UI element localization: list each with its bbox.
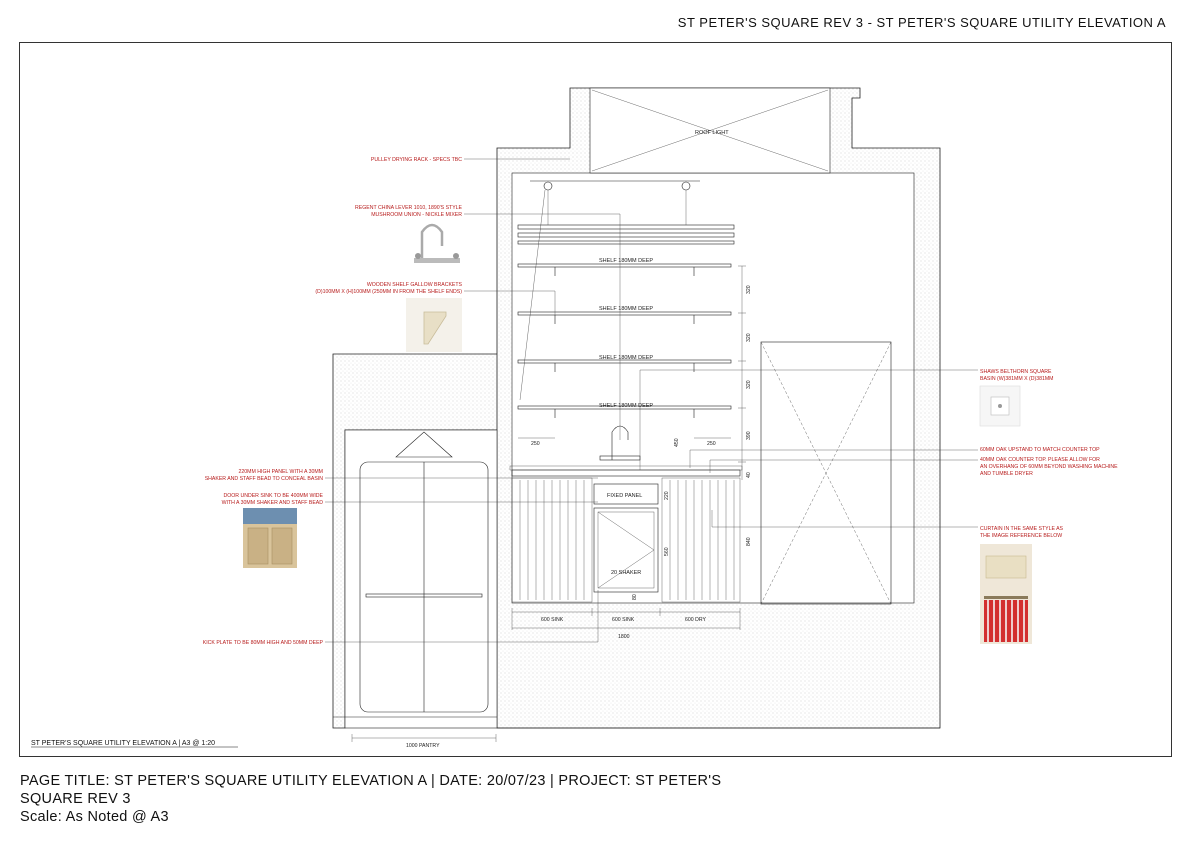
- pantry-fridge: 1000 PANTRY: [351, 431, 497, 749]
- right-annotations: SHAWS BELTHORN SQUARE BASIN (W)381MM X (…: [639, 369, 1118, 539]
- dim-220: 220: [664, 491, 670, 500]
- ann-door-1: DOOR UNDER SINK TO BE 400MM WIDE: [223, 493, 323, 499]
- dim-250-a: 250: [531, 441, 540, 447]
- ann-mixer-1: REGENT CHINA LEVER 1010, 1890'S STYLE: [355, 205, 463, 211]
- shelf-4-label: SHELF 180MM DEEP: [599, 403, 653, 409]
- ann-mixer-2: MUSHROOM UNION - NICKLE MIXER: [371, 212, 462, 218]
- fixed-panel-label: FIXED PANEL: [607, 493, 642, 499]
- dim-560: 560: [664, 547, 670, 556]
- shaker-label: 20 SHAKER: [611, 570, 641, 576]
- dim-450: 450: [674, 438, 680, 447]
- shelves: SHELF 180MM DEEP SHELF 180MM DEEP SHELF …: [517, 258, 732, 418]
- footer-scale: Scale: As Noted @ A3: [20, 809, 169, 825]
- shelf-3-label: SHELF 180MM DEEP: [599, 355, 653, 361]
- basin-reference-image: [979, 385, 1021, 427]
- bracket-reference-image: [406, 298, 462, 352]
- ann-panel-2: SHAKER AND STAFF BEAD TO CONCEAL BASIN: [205, 476, 324, 482]
- left-annotations: PULLEY DRYING RACK - SPECS TBC REGENT CH…: [203, 157, 621, 646]
- dim-sink-2: 600 SINK: [612, 617, 635, 623]
- ann-basin-2: BASIN (W)381MM X (D)381MM: [980, 376, 1054, 382]
- footer-line-1: PAGE TITLE: ST PETER'S SQUARE UTILITY EL…: [20, 773, 722, 789]
- ann-counter-3: AND TUMBLE DRYER: [980, 471, 1033, 477]
- ann-upstand: 60MM OAK UPSTAND TO MATCH COUNTER TOP: [980, 447, 1100, 453]
- sheet-header-title: ST PETER'S SQUARE REV 3 - ST PETER'S SQU…: [677, 15, 1166, 30]
- curtain-reference-image: [980, 544, 1032, 644]
- dim-80: 80: [632, 594, 638, 600]
- ann-curtain-1: CURTAIN IN THE SAME STYLE AS: [980, 526, 1064, 532]
- dim-250-b: 250: [707, 441, 716, 447]
- dim-sink-1: 600 SINK: [541, 617, 564, 623]
- pulley-drying-rack: [517, 180, 735, 401]
- ann-basin-1: SHAWS BELTHORN SQUARE: [980, 369, 1052, 375]
- ann-brackets-2: (D)100MM X (H)100MM (250MM IN FROM THE S…: [315, 289, 462, 295]
- ann-door-2: WITH A 30MM SHAKER AND STAFF BEAD: [222, 500, 324, 506]
- ann-counter-2: AN OVERHANG OF 60MM BEYOND WASHING MACHI…: [980, 464, 1118, 470]
- under-counter-curtains: [511, 477, 741, 603]
- dim-320-c: 320: [746, 380, 752, 389]
- dim-840: 840: [746, 537, 752, 546]
- sink-unit: FIXED PANEL 20 SHAKER: [593, 483, 659, 593]
- oak-upstand: [509, 465, 743, 471]
- tall-unit: [760, 341, 892, 605]
- horizontal-dimensions: 250 250 450 220 560 80: [518, 437, 731, 600]
- dim-pantry: 1000 PANTRY: [406, 743, 440, 749]
- dim-40: 40: [746, 472, 752, 478]
- dim-320-a: 320: [746, 285, 752, 294]
- ann-curtain-2: THE IMAGE REFERENCE BELOW: [980, 533, 1062, 539]
- dim-390: 390: [746, 431, 752, 440]
- bottom-dimensions: 600 SINK 600 SINK 600 DRY 1800: [511, 608, 741, 640]
- dim-total: 1800: [618, 634, 630, 640]
- ann-panel-1: 220MM HIGH PANEL WITH A 30MM: [239, 469, 323, 475]
- shelf-1-label: SHELF 180MM DEEP: [599, 258, 653, 264]
- dim-320-b: 320: [746, 333, 752, 342]
- roof-light: ROOF LIGHT: [591, 89, 829, 172]
- dim-dry: 600 DRY: [685, 617, 706, 623]
- tap-reference-image: [414, 223, 460, 263]
- ann-pulley: PULLEY DRYING RACK - SPECS TBC: [371, 157, 462, 163]
- vertical-dimensions: 320 320 320 390 40 840: [738, 265, 752, 546]
- footer-line-2: SQUARE REV 3: [20, 791, 131, 807]
- ann-counter-1: 40MM OAK COUNTER TOP. PLEASE ALLOW FOR: [980, 457, 1100, 463]
- sheet-footer: PAGE TITLE: ST PETER'S SQUARE UTILITY EL…: [20, 772, 721, 826]
- drawing-caption: ST PETER'S SQUARE UTILITY ELEVATION A | …: [31, 740, 215, 747]
- ann-brackets-1: WOODEN SHELF GALLOW BRACKETS: [367, 282, 463, 288]
- roof-light-label: ROOF LIGHT: [695, 130, 729, 136]
- shelf-2-label: SHELF 180MM DEEP: [599, 306, 653, 312]
- vanity-reference-image: [243, 508, 297, 568]
- ann-kick-plate: KICK PLATE TO BE 80MM HIGH AND 50MM DEEP: [203, 640, 324, 646]
